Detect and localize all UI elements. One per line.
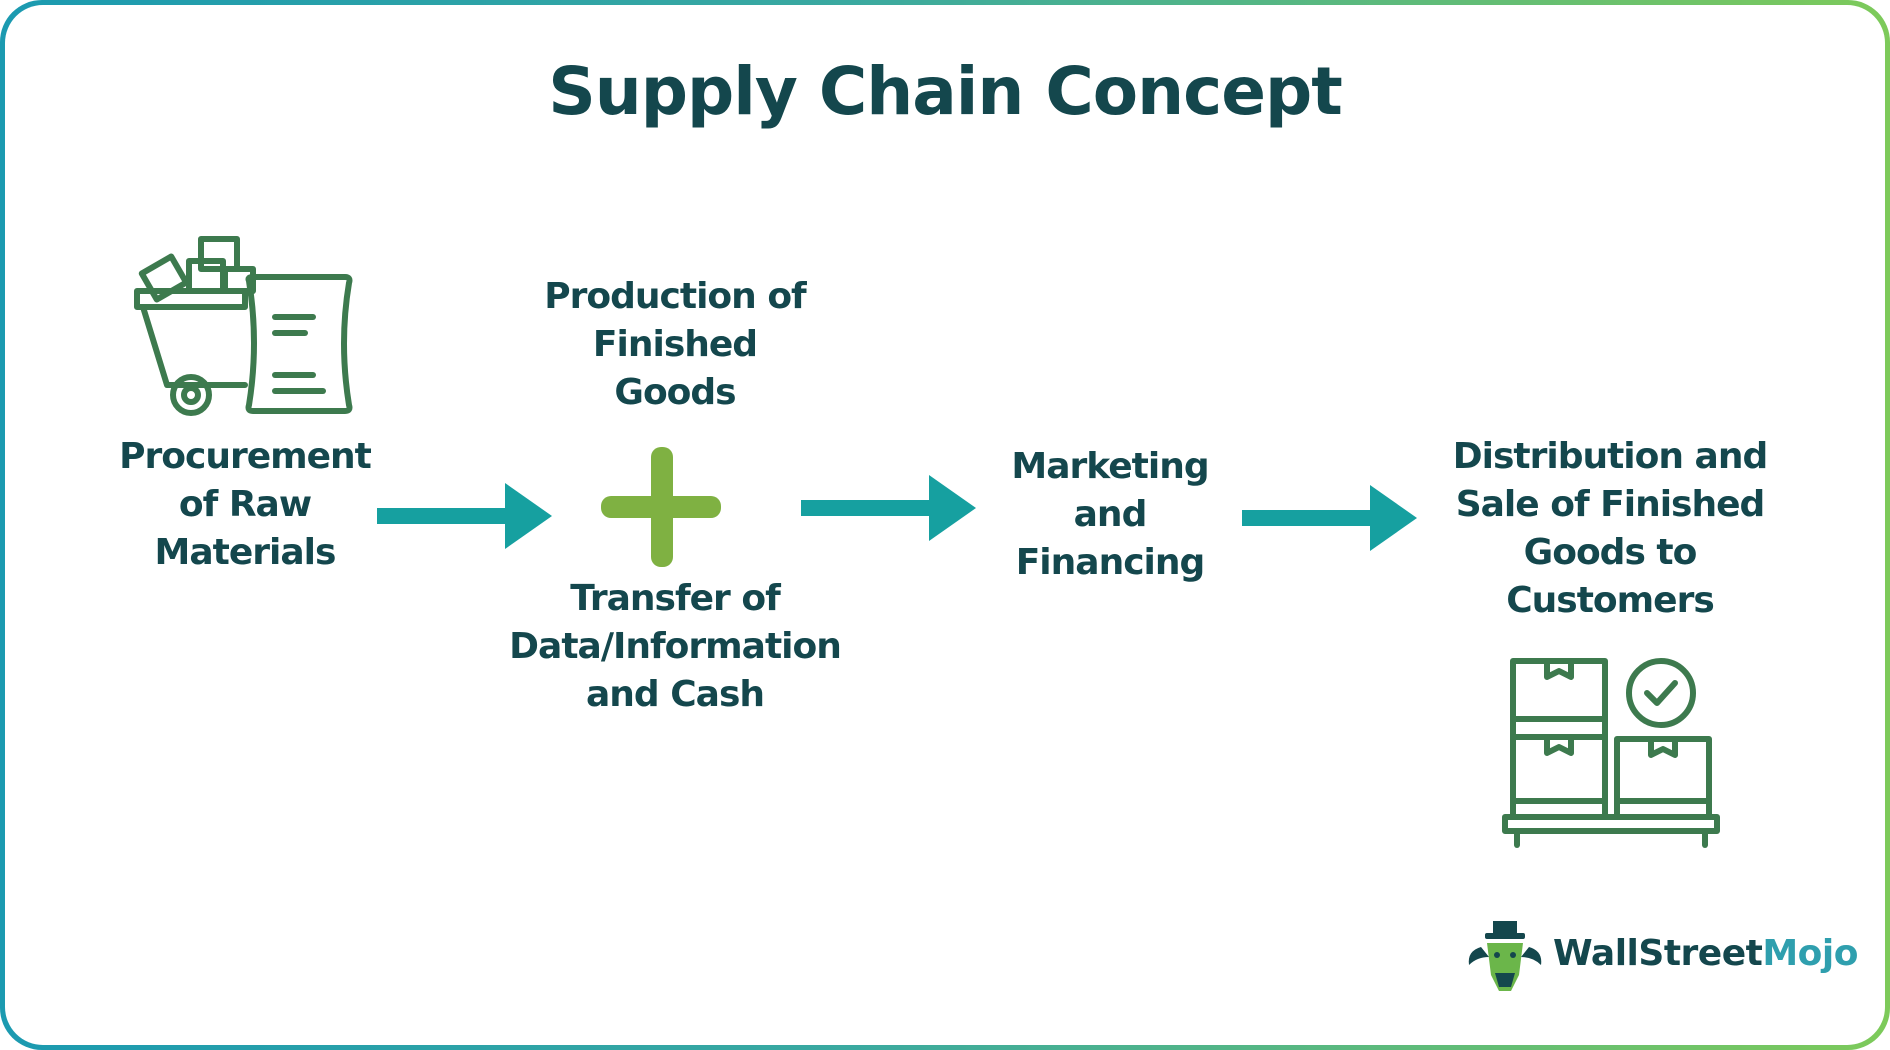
- brand-name-part1: WallStreet: [1553, 933, 1763, 974]
- boxes-pallet-icon: [1502, 658, 1720, 848]
- right-arrow-icon: [1242, 485, 1417, 551]
- step-marketing: Marketing and Financing: [995, 443, 1225, 587]
- step-production-line: Finished: [592, 324, 758, 365]
- brand-name-part2: Mojo: [1762, 933, 1858, 974]
- step-procurement-line: Procurement: [119, 436, 372, 477]
- right-arrow-icon: [377, 483, 552, 549]
- step-transfer-line: Data/Information: [509, 626, 842, 667]
- step-marketing-line: Financing: [1015, 542, 1206, 583]
- brand-logo[interactable]: WallStreetMojo: [1553, 933, 1858, 974]
- diagram-canvas: Supply Chain Concept: [5, 5, 1885, 1045]
- step-production-line: Goods: [614, 372, 736, 413]
- cart-icon: [134, 236, 353, 416]
- step-marketing-line: Marketing: [1011, 446, 1209, 487]
- page-title: Supply Chain Concept: [548, 53, 1343, 130]
- step-distribution-line: Distribution and: [1452, 436, 1769, 477]
- step-marketing-line: and: [1073, 494, 1148, 535]
- step-procurement: Procurement of Raw Materials: [100, 433, 390, 577]
- step-distribution-line: Customers: [1506, 580, 1715, 621]
- step-transfer-line: Transfer of: [570, 578, 780, 619]
- bull-logo-icon: [1468, 921, 1542, 991]
- step-production-line: Production of: [544, 276, 806, 317]
- step-distribution: Distribution and Sale of Finished Goods …: [1435, 433, 1785, 625]
- right-arrow-icon: [801, 475, 976, 541]
- step-procurement-line: of Raw: [178, 484, 312, 525]
- step-distribution-line: Goods to: [1523, 532, 1698, 573]
- plus-icon: [601, 447, 721, 567]
- step-procurement-line: Materials: [154, 532, 337, 573]
- step-transfer: Transfer of Data/Information and Cash: [500, 575, 850, 719]
- step-distribution-line: Sale of Finished: [1455, 484, 1766, 525]
- step-production: Production of Finished Goods: [525, 273, 825, 417]
- step-transfer-line: and Cash: [586, 674, 765, 715]
